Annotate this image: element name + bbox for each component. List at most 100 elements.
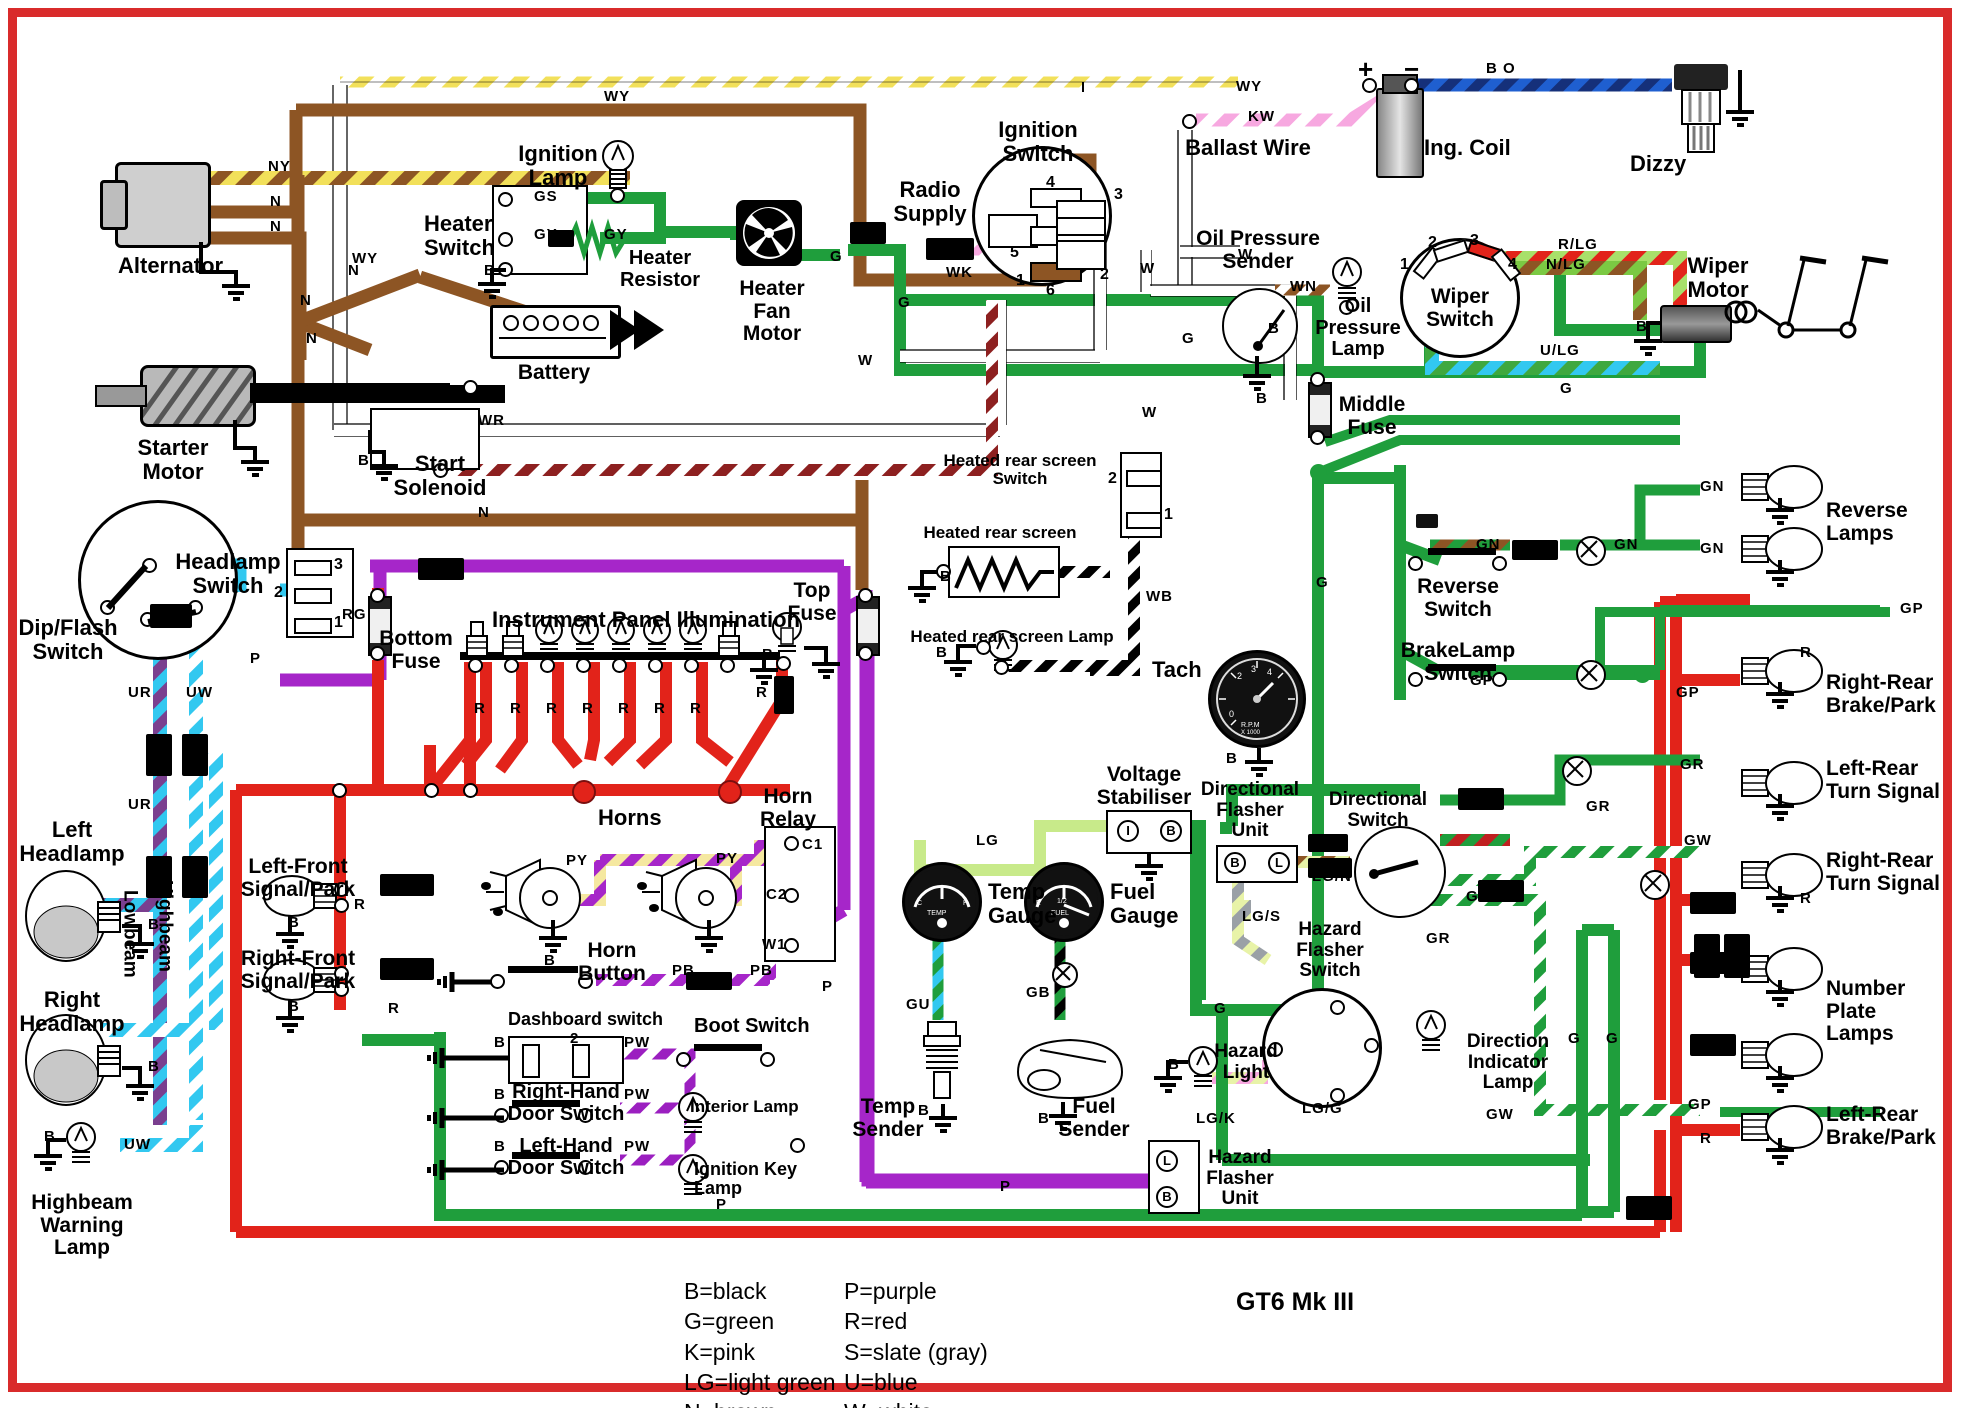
- label-oil-pressure-lamp: Oil Pressure Lamp: [1315, 295, 1401, 361]
- label-bottom-fuse: Bottom Fuse: [379, 627, 453, 673]
- reverse-switch-term-right[interactable]: [1492, 556, 1507, 571]
- label-oil-pressure-sender: Oil Pressure Sender: [1196, 227, 1320, 273]
- coil-negative-terminal[interactable]: [1404, 78, 1419, 93]
- horn-relay-term-c1[interactable]: [784, 836, 799, 851]
- dashboard-contact-2[interactable]: [572, 1044, 590, 1078]
- top-fuse-term-top[interactable]: [858, 588, 873, 603]
- connector-lgn: [1308, 834, 1348, 852]
- heater-switch-term-2[interactable]: [498, 232, 513, 247]
- boot-switch-term-left[interactable]: [676, 1052, 691, 1067]
- wirecode-lgg: LG/G: [1302, 1100, 1343, 1117]
- vs-pin-b[interactable]: B: [1160, 820, 1182, 842]
- heater-switch-term-1[interactable]: [498, 192, 513, 207]
- rh-door-term-right[interactable]: [578, 1108, 593, 1123]
- headlamp-sw-contact-3[interactable]: [294, 560, 332, 576]
- horn-button-contact-bar[interactable]: [508, 966, 578, 973]
- brake-switch-term-right[interactable]: [1492, 672, 1507, 687]
- hazard-term-left[interactable]: [1268, 1042, 1283, 1057]
- brake-switch-term-left[interactable]: [1408, 672, 1423, 687]
- hrs-contact-2[interactable]: [1126, 470, 1162, 487]
- df-pin-b[interactable]: B: [1224, 852, 1246, 874]
- hazard-term-top[interactable]: [1330, 1000, 1345, 1015]
- middle-fuse-term-top[interactable]: [1310, 372, 1325, 387]
- df-pin-l[interactable]: L: [1268, 852, 1290, 874]
- solenoid-ground: [368, 430, 398, 481]
- wirecode-py2: PY: [716, 850, 739, 867]
- middle-fuse-term-bottom[interactable]: [1310, 430, 1325, 445]
- directional-switch-connector: [1308, 858, 1352, 878]
- connector-rf-signal: [380, 958, 434, 980]
- tach-ground: [1245, 748, 1273, 777]
- reverse-switch-bar[interactable]: [1428, 548, 1496, 555]
- dashboard-contact-1[interactable]: [522, 1044, 540, 1078]
- lh-door-switch-bar[interactable]: [512, 1152, 580, 1159]
- headlamp-sw-contact-1[interactable]: [294, 618, 332, 634]
- start-solenoid-box[interactable]: [370, 408, 480, 470]
- reverse-switch-term-left[interactable]: [1408, 556, 1423, 571]
- junction-x-turn-1: [1562, 756, 1592, 786]
- np-lamp-1-ground: [1766, 980, 1794, 1007]
- horn-button-term-right[interactable]: [578, 974, 593, 989]
- dip-flash-switch-circle[interactable]: [78, 500, 238, 660]
- wirecode-gw2: GW: [1466, 888, 1494, 905]
- vs-pin-i[interactable]: I: [1117, 820, 1139, 842]
- svg-text:0: 0: [1229, 709, 1234, 719]
- hf-pin-l[interactable]: L: [1156, 1150, 1178, 1172]
- directional-switch-circle[interactable]: [1354, 826, 1446, 918]
- wirecode-r6: R: [654, 700, 666, 717]
- wirecode-pw2: PW: [624, 1086, 651, 1103]
- wirecode-n4: N: [306, 330, 318, 347]
- lh-door-term-right[interactable]: [578, 1160, 593, 1175]
- label-horn-relay: Horn Relay: [759, 785, 817, 831]
- starter-ground: [233, 420, 269, 477]
- diagram-title: GT6 Mk III: [1236, 1288, 1355, 1316]
- ballast-wire-terminal[interactable]: [1182, 114, 1197, 129]
- headlamp-sw-contact-2[interactable]: [294, 588, 332, 604]
- wirecode-gb: GB: [1026, 984, 1051, 1001]
- svg-text:X 1000: X 1000: [1241, 730, 1261, 736]
- brake-lamp-switch-bar[interactable]: [1428, 664, 1496, 671]
- boot-switch-term-right[interactable]: [760, 1052, 775, 1067]
- rh-door-switch-bar[interactable]: [512, 1100, 580, 1107]
- solenoid-terminal-1[interactable]: [463, 380, 478, 395]
- bottom-fuse-term-top[interactable]: [370, 588, 385, 603]
- reverse-lamp-2-ground: [1766, 560, 1794, 587]
- hf-pin-b[interactable]: B: [1156, 1186, 1178, 1208]
- ignition-terminal-5[interactable]: [988, 214, 1038, 248]
- boot-switch-bar[interactable]: [694, 1044, 762, 1051]
- horn-relay-term-c2[interactable]: [784, 888, 799, 903]
- wirecode-g-right1: G: [1568, 1030, 1581, 1047]
- wirecode-wy-right: WY: [1236, 78, 1263, 95]
- instrument-lamp-3: [535, 616, 563, 655]
- label-temp-gauge: Temp Gauge: [988, 879, 1057, 928]
- wirecode-b-horn: B: [544, 952, 556, 969]
- top-fuse-term-bottom[interactable]: [858, 646, 873, 661]
- wirecode-r-rear1: R: [1800, 644, 1812, 661]
- horn-1-ground: [539, 920, 567, 953]
- wirecode-r-rf: R: [388, 1000, 400, 1017]
- horn-relay-term-w1[interactable]: [784, 938, 799, 953]
- hrs-contact-1[interactable]: [1126, 512, 1162, 529]
- label-top-fuse: Top Fuse: [787, 579, 837, 625]
- wirecode-gn1: GN: [1476, 536, 1501, 553]
- reverse-lamp-1-ground: [1766, 498, 1794, 525]
- horn-relay-box[interactable]: [764, 826, 836, 962]
- label-voltage-stabiliser: Voltage Stabiliser: [1096, 763, 1192, 809]
- label-headlamp-switch: Headlamp Switch: [175, 549, 281, 598]
- hazard-term-right[interactable]: [1364, 1038, 1379, 1053]
- oil-pressure-sender-circle: [1222, 288, 1298, 364]
- interior-lamp-bulb: [678, 1092, 708, 1133]
- coil-positive-terminal[interactable]: [1362, 78, 1377, 93]
- hazard-term-bottom[interactable]: [1330, 1088, 1345, 1103]
- starter-cable: [250, 383, 450, 403]
- legend-column-left: B=black G=green K=pink LG=light green N=…: [684, 1278, 836, 1408]
- wirecode-c1: C1: [802, 836, 824, 853]
- solenoid-terminal-2[interactable]: [433, 463, 448, 478]
- wirecode-w3: W: [1140, 260, 1156, 277]
- ignition-terminal-2[interactable]: [1056, 240, 1106, 270]
- wirecode-gp4: GP: [1688, 1096, 1712, 1113]
- directional-flasher-box[interactable]: [1216, 845, 1298, 883]
- label-start-solenoid: Start Solenoid: [393, 451, 487, 500]
- bottom-fuse-term-bottom[interactable]: [370, 646, 385, 661]
- hazard-light-ground: [1154, 1060, 1188, 1093]
